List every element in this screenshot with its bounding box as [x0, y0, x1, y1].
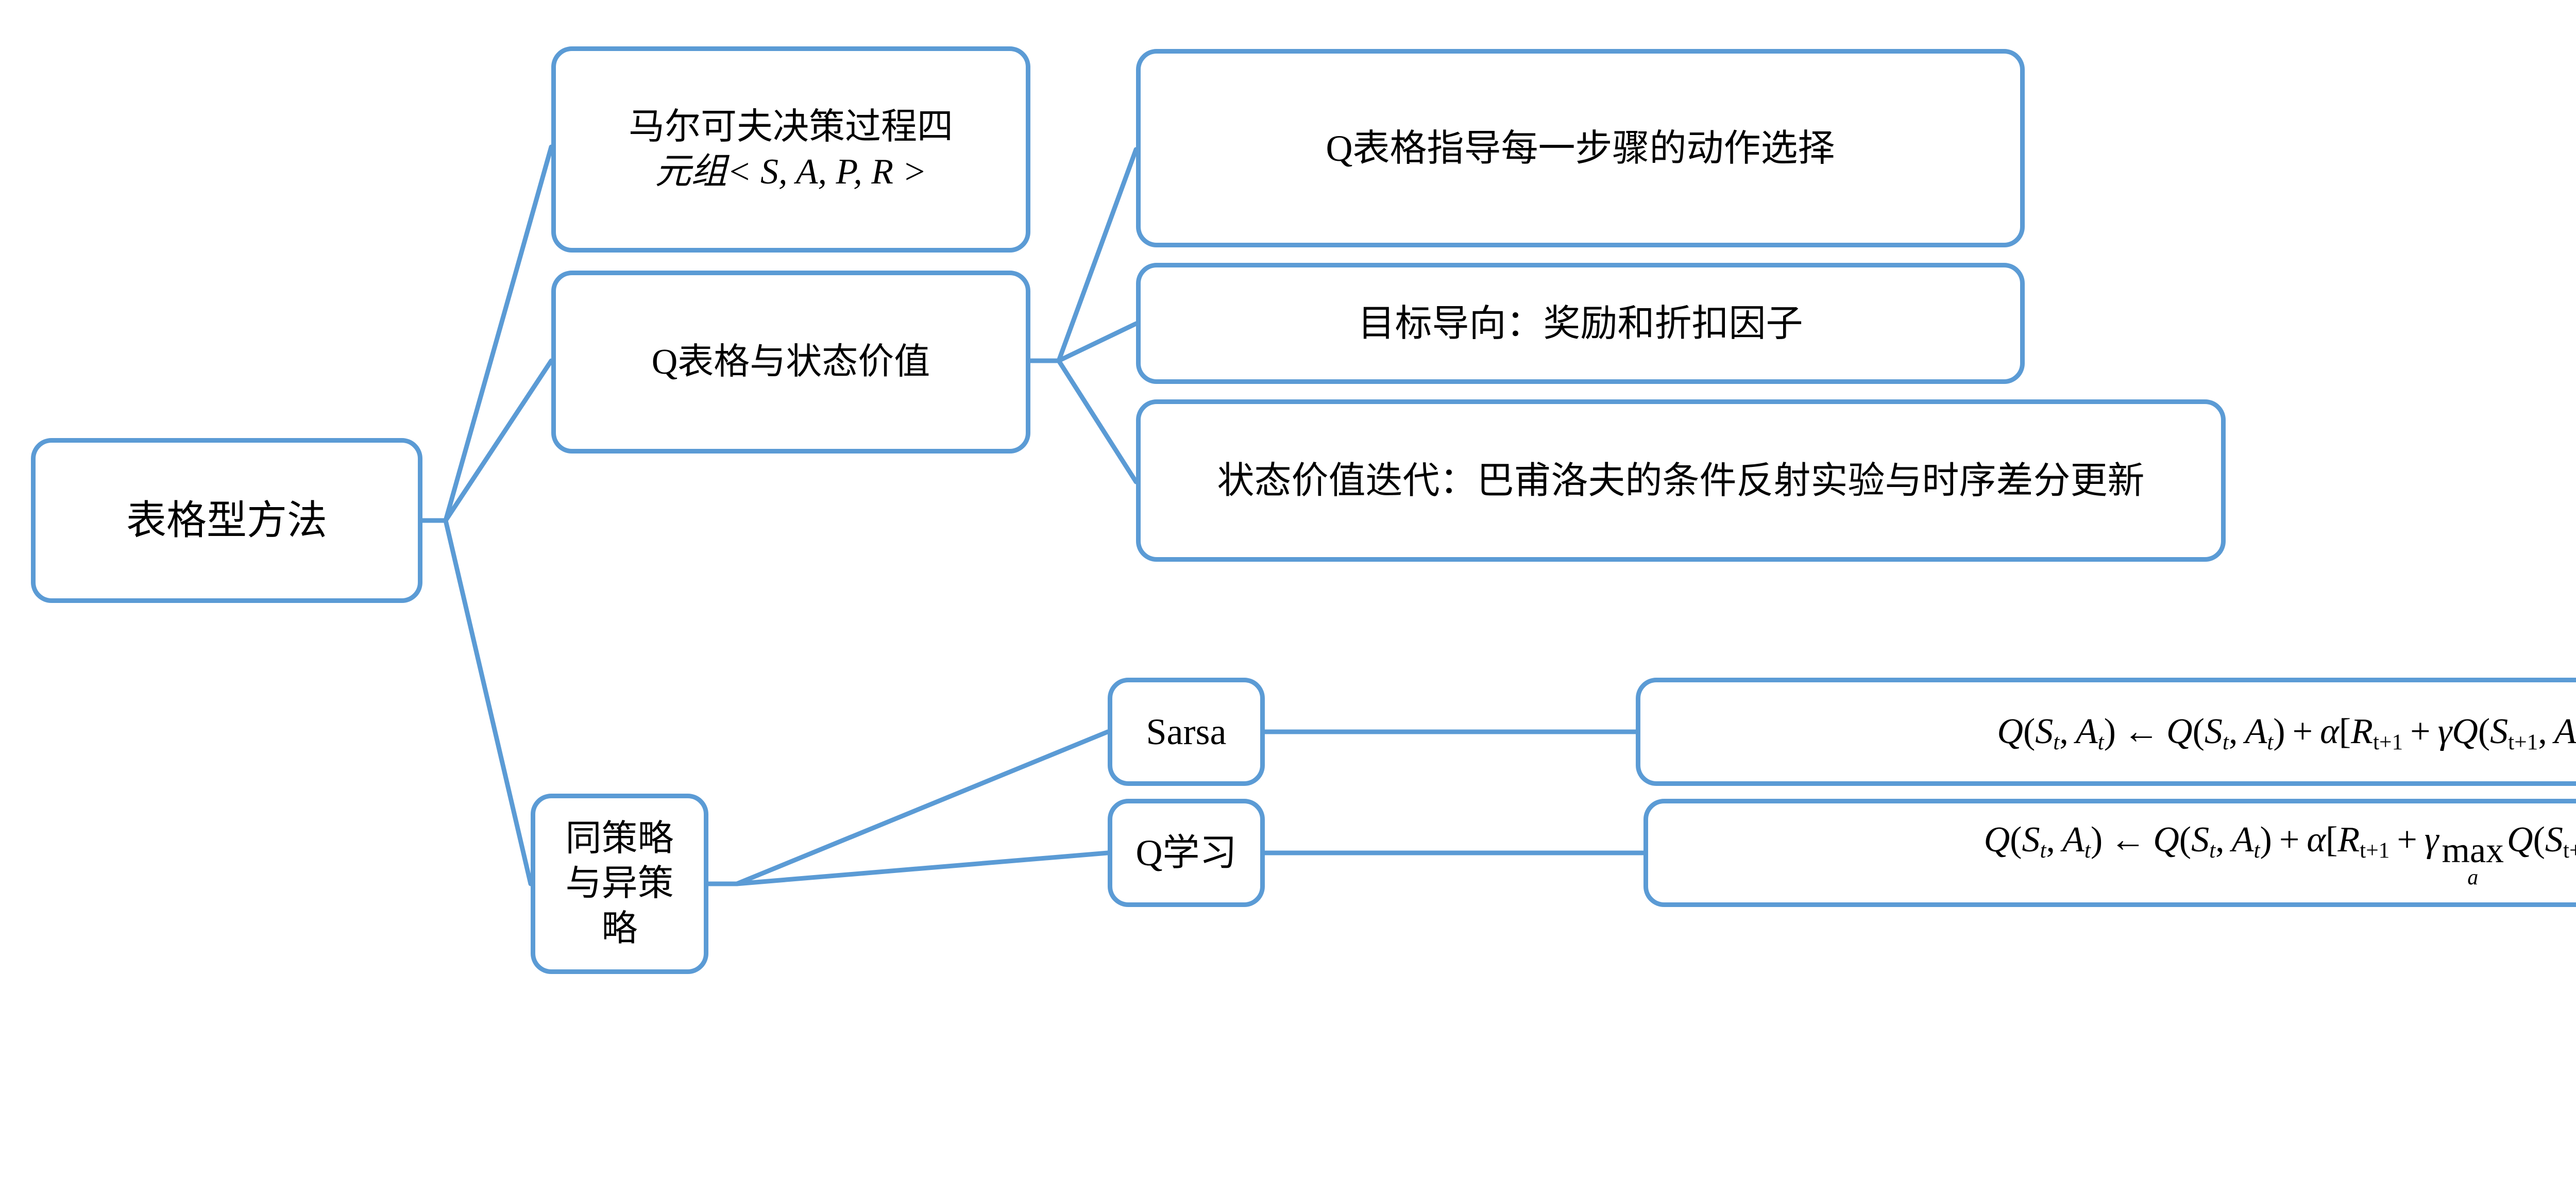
- edge-policy-qlearning: [734, 850, 1110, 886]
- edge-qtable-c3: [1056, 358, 1139, 484]
- mdp-line-1: 马尔可夫决策过程四: [629, 107, 953, 147]
- node-qtable-child-2-label: 目标导向：奖励和折扣因子: [1358, 303, 1803, 344]
- node-qtable-label: Q表格与状态价值: [651, 342, 930, 382]
- node-root-label: 表格型方法: [126, 498, 327, 543]
- node-q-learning[interactable]: Q学习: [1108, 799, 1265, 907]
- node-qtable-child-value-iteration[interactable]: 状态价值迭代：巴甫洛夫的条件反射实验与时序差分更新: [1136, 399, 2226, 562]
- node-on-off-policy[interactable]: 同策略与异策略: [531, 794, 708, 974]
- node-q-learning-label: Q学习: [1136, 832, 1237, 874]
- sarsa-formula-expression: Q(St, At) ← Q(St, At) + α[Rt+1 + γQ(St+1…: [1997, 712, 2576, 755]
- node-sarsa[interactable]: Sarsa: [1108, 678, 1265, 786]
- edge-qtable-c2: [1056, 321, 1139, 363]
- mdp-line-2: 元组< S, A, P, R >: [655, 152, 927, 192]
- node-sarsa-formula[interactable]: Q(St, At) ← Q(St, At) + α[Rt+1 + γQ(St+1…: [1636, 678, 2576, 786]
- edge-policy-sarsa: [734, 729, 1110, 886]
- node-root-tabular-methods[interactable]: 表格型方法: [31, 438, 422, 603]
- node-qtable-child-action-selection[interactable]: Q表格指导每一步骤的动作选择: [1136, 49, 2025, 247]
- node-mdp-text: 马尔可夫决策过程四 元组< S, A, P, R >: [556, 105, 1026, 195]
- node-on-off-policy-label: 同策略与异策略: [565, 818, 674, 949]
- edge-root-mdp: [443, 144, 554, 523]
- edge-qtable-c1: [1056, 147, 1139, 363]
- node-qtable-state-value[interactable]: Q表格与状态价值: [551, 271, 1030, 454]
- node-mdp-tuple[interactable]: 马尔可夫决策过程四 元组< S, A, P, R >: [551, 46, 1030, 253]
- node-sarsa-label: Sarsa: [1146, 711, 1227, 752]
- node-qtable-child-3-label: 状态价值迭代：巴甫洛夫的条件反射实验与时序差分更新: [1217, 460, 2145, 501]
- node-qtable-child-goal-oriented[interactable]: 目标导向：奖励和折扣因子: [1136, 263, 2025, 384]
- edge-root-qtable: [443, 358, 554, 523]
- edge-root-policy: [443, 518, 533, 886]
- node-qtable-child-1-label: Q表格指导每一步骤的动作选择: [1326, 127, 1835, 169]
